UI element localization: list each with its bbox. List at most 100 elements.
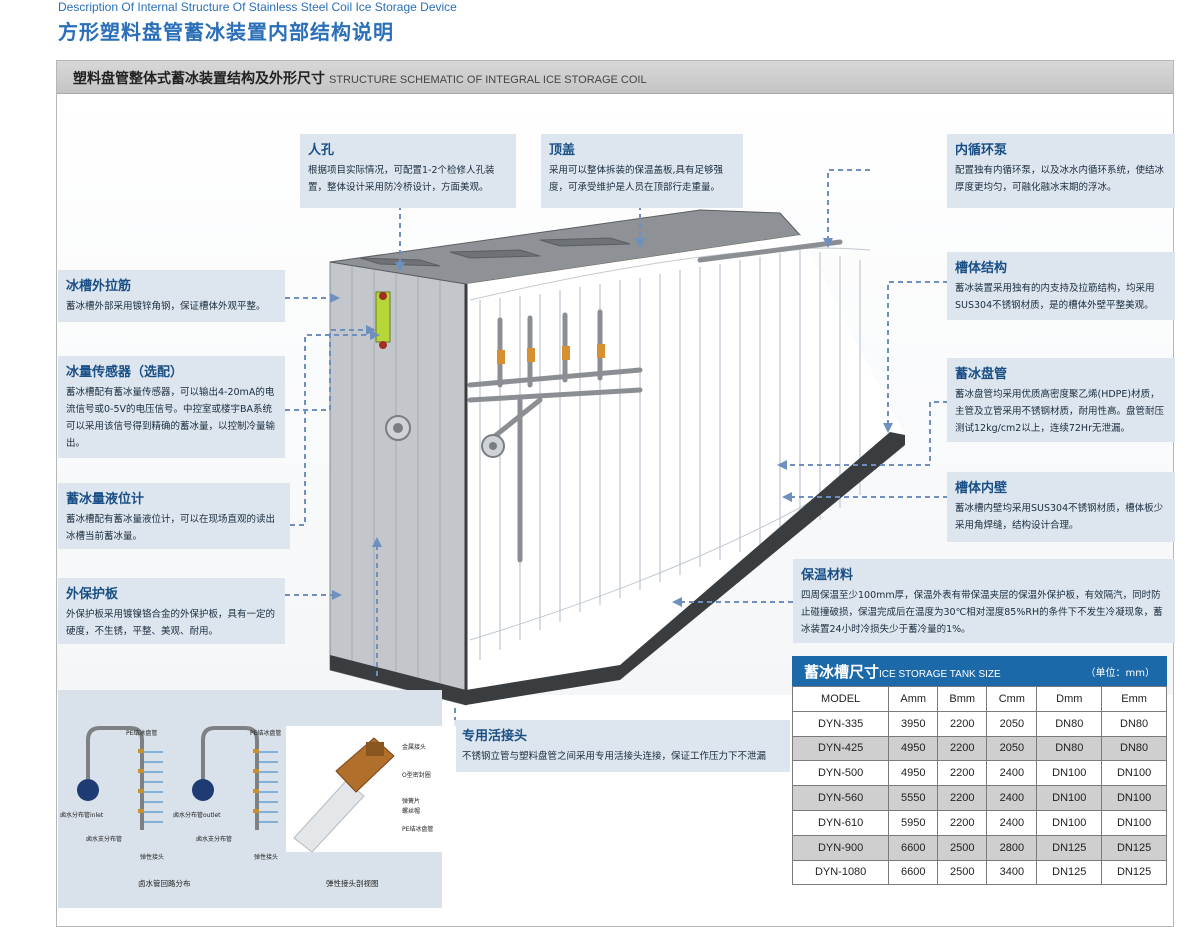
callout-title: 保温材料 <box>801 568 854 583</box>
caption-right: 弹性接头剖视图 <box>326 879 379 888</box>
callout-desc: 蓄冰槽配有蓄冰量传感器，可以输出4-20mA的电流信号或0-5V的电压信号。中控… <box>66 387 276 449</box>
table-cell: 2400 <box>986 785 1038 811</box>
callout-desc: 蓄冰槽内壁均采用SUS304不锈钢材质，槽体板少采用角焊缝，结构设计合理。 <box>955 503 1164 531</box>
page-subtitle-en: Description Of Internal Structure Of Sta… <box>58 0 457 14</box>
label-spring: 弹簧片 <box>402 798 421 805</box>
table-cell: DYN-500 <box>791 760 890 787</box>
callout-desc: 蓄冰槽外部采用镀锌角钢，保证槽体外观平整。 <box>66 301 266 312</box>
table-cell: DN80 <box>1036 710 1103 737</box>
callout-desc: 蓄冰装置采用独有的内支持及拉筋结构，均采用SUS304不锈钢材质，是的槽体外壁平… <box>955 283 1155 311</box>
callout-title: 专用活接头 <box>462 729 528 744</box>
table-cell: DN100 <box>1036 760 1103 787</box>
label-pe-coil-a: PE结冰盘管 <box>126 730 158 737</box>
callout-title: 槽体结构 <box>955 261 1008 276</box>
label-pe-coil-c: PE结冰盘管 <box>402 826 434 833</box>
label-outlet: 卤水分布管outlet <box>173 812 221 819</box>
callout-insulation: 保温材料 四周保温至少100mm厚，保温外表有带保温夹层的保温外保护板，有效隔汽… <box>793 559 1175 643</box>
table-cell: 2400 <box>986 809 1038 836</box>
label-branch-a: 卤水支分布管 <box>86 836 123 843</box>
table-cell: 2200 <box>937 710 988 737</box>
callout-title: 人孔 <box>308 143 335 158</box>
table-cell: DYN-335 <box>791 710 890 737</box>
table-cell: DN80 <box>1036 735 1103 762</box>
table-cell: DN100 <box>1101 809 1167 836</box>
table-cell: 2200 <box>937 809 988 836</box>
section-title-en: STRUCTURE SCHEMATIC OF INTEGRAL ICE STOR… <box>329 74 647 86</box>
callout-pump: 内循环泵 配置独有内循环泵，以及冰水内循环系统，使结冰厚度更均匀，可融化融冰末期… <box>947 134 1175 208</box>
table-cell: DN80 <box>1101 735 1167 762</box>
table-cell: DN125 <box>1036 859 1103 886</box>
page-title: 方形塑料盘管蓄冰装置内部结构说明 <box>58 20 394 44</box>
table-cell: DYN-425 <box>791 735 890 762</box>
callout-manhole: 人孔 根据项目实际情况，可配置1-2个检修人孔装置，整体设计采用防冷桥设计，方面… <box>300 134 516 208</box>
table-cell: 2200 <box>937 785 988 811</box>
callout-level-gauge: 蓄冰量液位计 蓄冰槽配有蓄冰量液位计，可以在现场直观的读出冰槽当前蓄冰量。 <box>58 483 290 549</box>
table-cell: DYN-900 <box>791 834 890 861</box>
table-cell: DN100 <box>1101 785 1167 811</box>
callout-desc: 蓄冰槽配有蓄冰量液位计，可以在现场直观的读出冰槽当前蓄冰量。 <box>66 514 276 542</box>
table-cell: 2050 <box>986 735 1038 762</box>
table-cell: 2800 <box>986 834 1038 861</box>
table-cell: DN80 <box>1101 710 1167 737</box>
callout-desc: 采用可以整体拆装的保温盖板,具有足够强度，可承受维护是人员在顶部行走重量。 <box>549 165 724 193</box>
callout-desc: 不锈钢立管与塑料盘管之间采用专用活接头连接，保证工作压力下不泄漏 <box>462 751 767 762</box>
callout-desc: 蓄冰盘管均采用优质高密度聚乙烯(HDPE)材质，主管及立管采用不锈钢材质，耐用性… <box>955 389 1165 434</box>
callout-title: 顶盖 <box>549 143 576 158</box>
table-header-row: MODEL Amm Bmm Cmm Dmm Emm <box>791 686 1167 712</box>
callout-protect-plate: 外保护板 外保护板采用镀镍铬合金的外保护板，具有一定的硬度，不生锈，平整、美观、… <box>58 578 285 644</box>
section-header: 塑料盘管整体式蓄冰装置结构及外形尺寸 STRUCTURE SCHEMATIC OF… <box>57 61 1173 94</box>
tank-base-frame <box>330 432 905 705</box>
label-pe-coil-b: PE结冰盘管 <box>250 730 282 737</box>
callout-title: 内循环泵 <box>955 143 1008 158</box>
section-title: 塑料盘管整体式蓄冰装置结构及外形尺寸 <box>73 71 325 87</box>
table-cell: 4950 <box>888 735 939 762</box>
table-cell: 3950 <box>888 710 939 737</box>
label-joint-a: 弹性接头 <box>140 854 165 861</box>
table-title: 蓄冰槽尺寸 <box>804 663 880 681</box>
table-cell: 2400 <box>986 760 1038 787</box>
callout-title: 蓄冰量液位计 <box>66 492 145 507</box>
table-caption: 蓄冰槽尺寸ICE STORAGE TANK SIZE （单位：mm） <box>792 656 1167 686</box>
table-cell: 2050 <box>986 710 1038 737</box>
table-cell: 2500 <box>937 834 988 861</box>
table-cell: DN125 <box>1101 834 1167 861</box>
table-title-en: ICE STORAGE TANK SIZE <box>879 669 1001 680</box>
table-cell: DN100 <box>1036 785 1103 811</box>
table-cell: 4950 <box>888 760 939 787</box>
callout-title: 冰槽外拉筋 <box>66 279 132 294</box>
callout-desc: 根据项目实际情况，可配置1-2个检修人孔装置，整体设计采用防冷桥设计，方面美观。 <box>308 165 495 193</box>
callout-connector: 专用活接头 不锈钢立管与塑料盘管之间采用专用活接头连接，保证工作压力下不泄漏 <box>454 720 790 772</box>
header-cell: Emm <box>1101 686 1167 712</box>
callout-rib: 冰槽外拉筋 蓄冰槽外部采用镀锌角钢，保证槽体外观平整。 <box>58 270 285 322</box>
label-branch-b: 卤水支分布管 <box>196 836 233 843</box>
table-cell: 6600 <box>888 859 939 886</box>
table-cell: DN125 <box>1036 834 1103 861</box>
callout-tank-structure: 槽体结构 蓄冰装置采用独有的内支持及拉筋结构，均采用SUS304不锈钢材质，是的… <box>947 252 1175 320</box>
table-cell: DYN-1080 <box>791 859 890 886</box>
callout-desc: 四周保温至少100mm厚，保温外表有带保温夹层的保温外保护板，有效隔汽，同时防止… <box>801 590 1163 635</box>
table-cell: 2500 <box>937 859 988 886</box>
callout-desc: 配置独有内循环泵，以及冰水内循环系统，使结冰厚度更均匀，可融化融冰末期的浮冰。 <box>955 165 1165 193</box>
label-metal-joint: 金属接头 <box>402 744 427 751</box>
tank-size-table: 蓄冰槽尺寸ICE STORAGE TANK SIZE （单位：mm） MODEL… <box>791 656 1167 886</box>
label-oring: O型密封圈 <box>402 772 431 779</box>
brine-loop-diagram <box>77 726 278 830</box>
caption-left: 卤水管回路分布 <box>138 879 191 888</box>
table-cell: 5550 <box>888 785 939 811</box>
joint-section-view: 金属接头 O型密封圈 弹簧片 螺丝帽 PE结冰盘管 <box>286 726 456 852</box>
table-unit: （单位：mm） <box>1085 668 1155 679</box>
table-cell: 2200 <box>937 760 988 787</box>
callout-title: 外保护板 <box>66 587 119 602</box>
header-cell: Bmm <box>937 686 988 712</box>
header-cell: Amm <box>888 686 939 712</box>
callout-title: 槽体内壁 <box>955 481 1008 496</box>
table-cell: DN125 <box>1101 859 1167 886</box>
callout-desc: 外保护板采用镀镍铬合金的外保护板，具有一定的硬度，不生锈，平整、美观、耐用。 <box>66 609 276 637</box>
